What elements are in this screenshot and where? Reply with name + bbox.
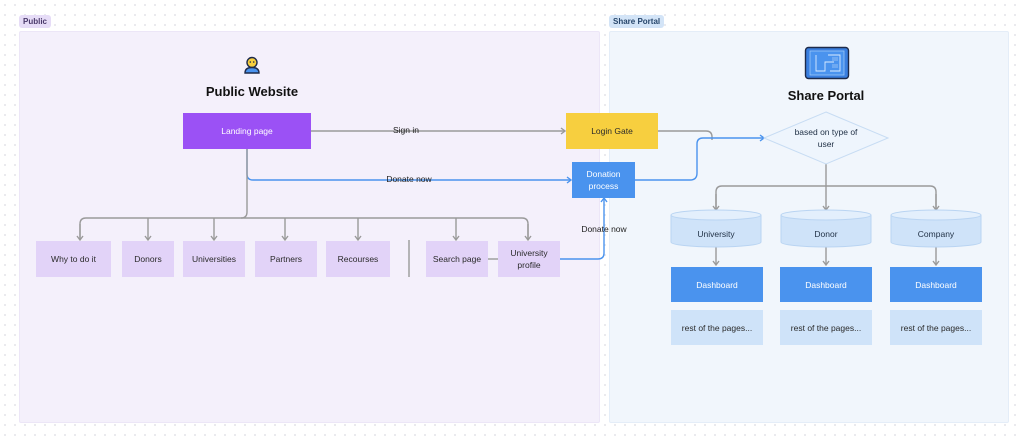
- donor-rest-pages-node[interactable]: rest of the pages...: [780, 310, 872, 345]
- user-type-company-label: Company: [917, 229, 955, 239]
- share-portal-title: Share Portal: [787, 88, 865, 103]
- donation-process-node[interactable]: Donation process: [572, 162, 635, 198]
- edge-children-bus: [79, 217, 529, 238]
- blueprint-icon: [804, 46, 850, 80]
- edge-login-decision: [658, 130, 713, 140]
- donate-now-profile-edge-label: Donate now: [581, 224, 627, 234]
- partners-node[interactable]: Partners: [255, 241, 317, 277]
- public-frame: [19, 31, 600, 423]
- donor-dashboard-node[interactable]: Dashboard: [780, 267, 872, 302]
- user-avatar-icon: [244, 56, 260, 74]
- why-to-do-it-node[interactable]: Why to do it: [36, 241, 111, 277]
- edge-landing-trunk: [240, 149, 248, 219]
- cylinder-company: [890, 209, 982, 248]
- university-dashboard-node[interactable]: Dashboard: [671, 267, 763, 302]
- donors-node[interactable]: Donors: [122, 241, 174, 277]
- edge-profile-donation: [560, 196, 608, 260]
- landing-page-node[interactable]: Landing page: [183, 113, 311, 149]
- university-profile-node[interactable]: University profile: [498, 241, 560, 277]
- university-rest-pages-node[interactable]: rest of the pages...: [671, 310, 763, 345]
- user-type-university-label: University: [697, 229, 735, 239]
- search-page-node[interactable]: Search page: [426, 241, 488, 277]
- donate-now-edge-label: Donate now: [386, 174, 432, 184]
- cylinder-donor: [780, 209, 872, 248]
- company-rest-pages-node[interactable]: rest of the pages...: [890, 310, 982, 345]
- share-portal-frame-tag: Share Portal: [609, 15, 665, 28]
- universities-node[interactable]: Universities: [183, 241, 245, 277]
- public-website-title: Public Website: [205, 84, 299, 99]
- user-type-donor-label: Donor: [814, 229, 838, 239]
- decision-label: based on type of user: [794, 127, 858, 149]
- decision-diamond: [762, 111, 890, 165]
- sign-in-edge-label: Sign in: [393, 125, 419, 135]
- company-dashboard-node[interactable]: Dashboard: [890, 267, 982, 302]
- login-gate-node[interactable]: Login Gate: [566, 113, 658, 149]
- edge-donation-decision: [635, 134, 766, 181]
- recourses-node[interactable]: Recourses: [326, 241, 390, 277]
- cylinder-university: [670, 209, 762, 248]
- public-frame-tag: Public: [19, 15, 52, 28]
